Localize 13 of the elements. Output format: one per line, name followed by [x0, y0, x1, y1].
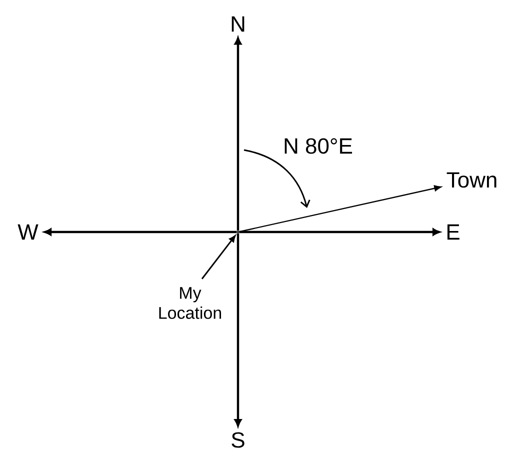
arrow — [234, 233, 242, 427]
direction-letter: N — [232, 16, 244, 32]
direction-letter: W — [18, 224, 38, 240]
direction-letter: E — [447, 224, 460, 240]
place-label: Town — [446, 172, 496, 188]
angle-label: N 80°E — [284, 138, 352, 154]
arrow — [239, 228, 440, 236]
arrow — [239, 185, 442, 232]
place-label: My Location — [159, 287, 222, 319]
leader-arrow — [201, 235, 236, 280]
arrow — [44, 228, 237, 236]
arrow — [234, 37, 242, 231]
direction-letter: S — [232, 432, 244, 448]
